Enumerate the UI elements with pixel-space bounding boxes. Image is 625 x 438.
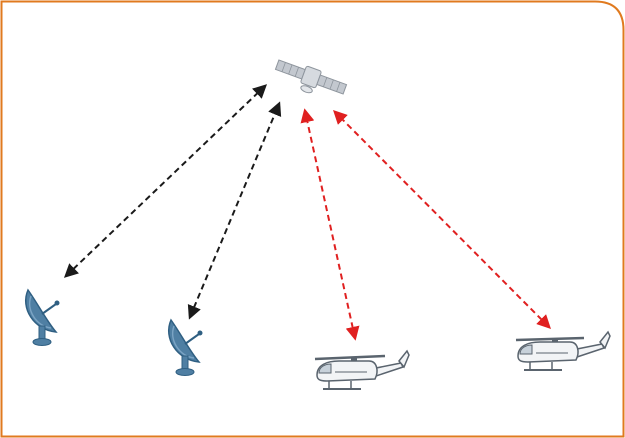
helicopter-icon [314,349,410,390]
link-dish-1-satellite [63,84,268,278]
link-helicopter-1-satellite [300,108,360,341]
link-helicopter-2-satellite [333,110,551,329]
link-dish-2-satellite [187,101,282,320]
satellite-icon [274,59,348,95]
satellite-dish-icon [25,288,60,346]
helicopter-icon [515,330,611,371]
satellite-dish-icon [168,318,203,376]
